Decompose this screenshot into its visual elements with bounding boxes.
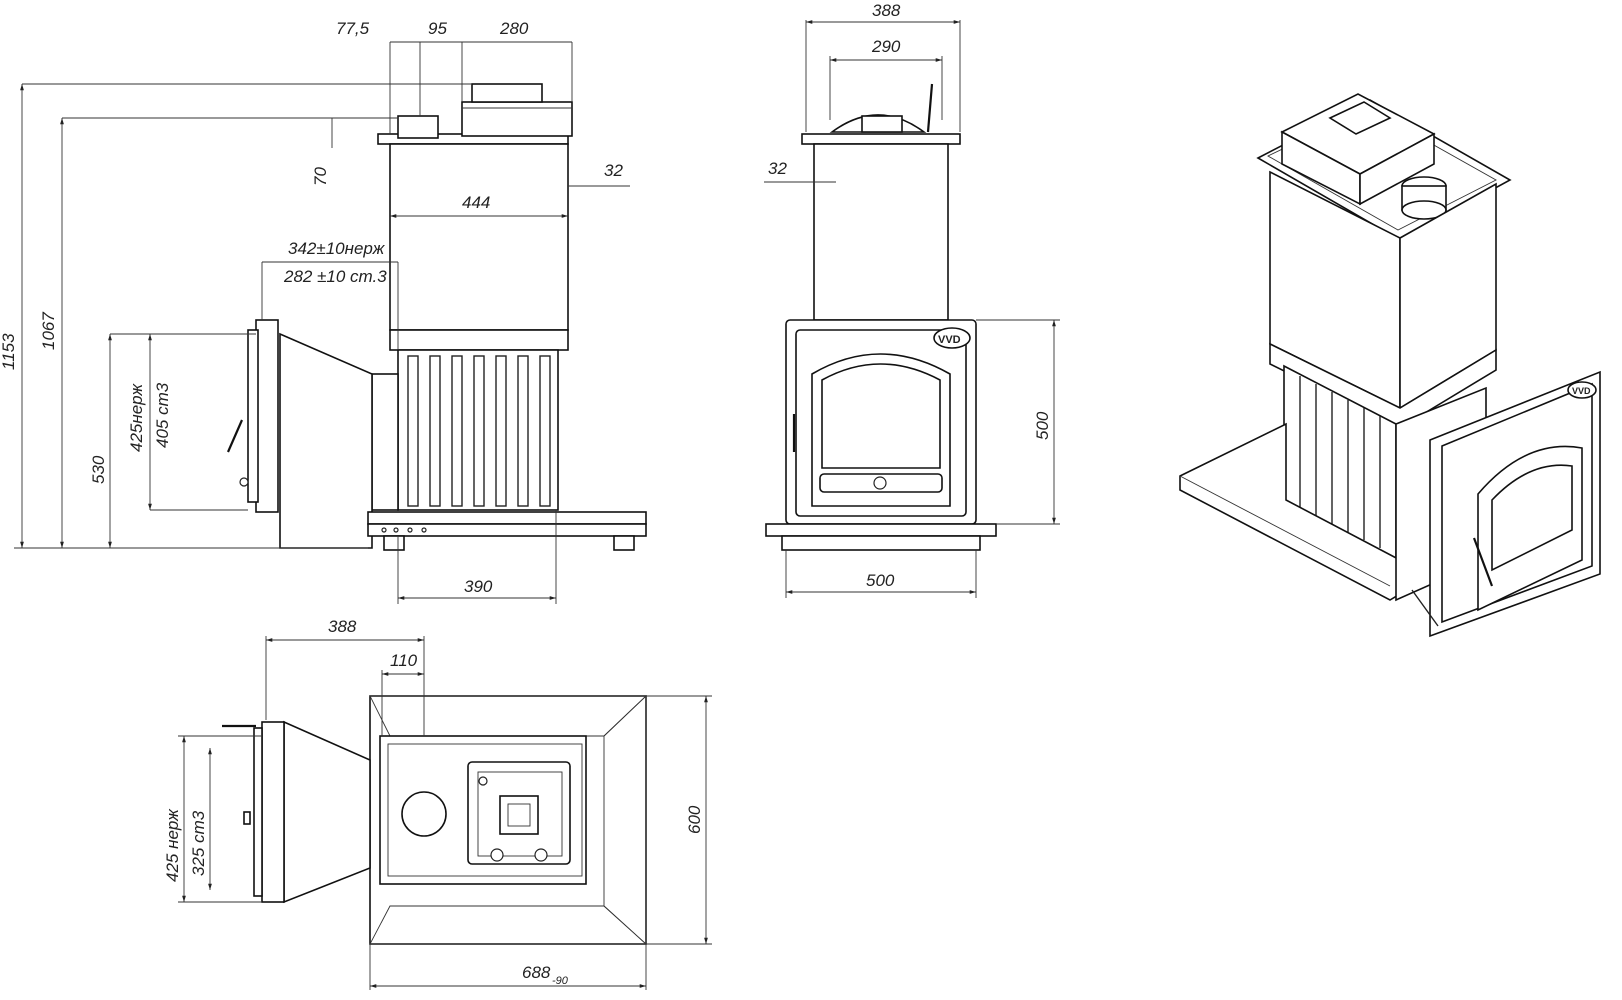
dim-70: 70 [311,167,330,186]
dim-282: 282 ±10 ст.3 [283,267,387,286]
dim-1067: 1067 [39,312,58,350]
top-dim-425: 425 нерж [163,808,182,882]
dim-342: 342±10нерж [288,239,386,258]
top-dimensions: 388 110 600 688 -90 425 нерж 325 ст3 [163,617,712,990]
top-dim-388: 388 [328,617,357,636]
dim-95: 95 [428,19,447,38]
top-view: 388 110 600 688 -90 425 нерж 325 ст3 [163,617,712,990]
front-logo: VVD [938,334,961,346]
iso-logo: VVD [1572,386,1591,396]
front-dim-32: 32 [768,159,787,178]
front-dim-290: 290 [871,37,901,56]
dim-405: 405 ст3 [153,382,172,448]
dim-280: 280 [499,19,529,38]
iso-view: VVD [1179,93,1601,638]
dim-32: 32 [604,161,623,180]
front-dimensions: 388 290 32 500 500 [764,1,1060,598]
side-view: 77,5 95 280 1153 1067 70 32 444 342±10не [0,19,647,604]
top-dim-325: 325 ст3 [189,810,208,876]
front-dim-500-w: 500 [866,571,895,590]
dim-425: 425нерж [127,383,146,452]
dim-390: 390 [464,577,493,596]
top-dim-110: 110 [390,651,418,670]
dim-77-5: 77,5 [336,19,370,38]
front-dim-388: 388 [872,1,901,20]
dim-1153: 1153 [0,333,18,370]
dim-530: 530 [89,455,108,484]
fins [407,355,551,507]
front-view: VVD 388 290 32 500 500 [764,1,1060,598]
side-dimensions: 77,5 95 280 1153 1067 70 32 444 342±10не [0,19,630,604]
top-dim-688-sub: -90 [552,975,569,987]
top-dim-688: 688 [522,963,551,982]
dim-444: 444 [462,193,490,212]
front-dim-500-h: 500 [1033,411,1052,440]
top-dim-600: 600 [685,805,704,834]
